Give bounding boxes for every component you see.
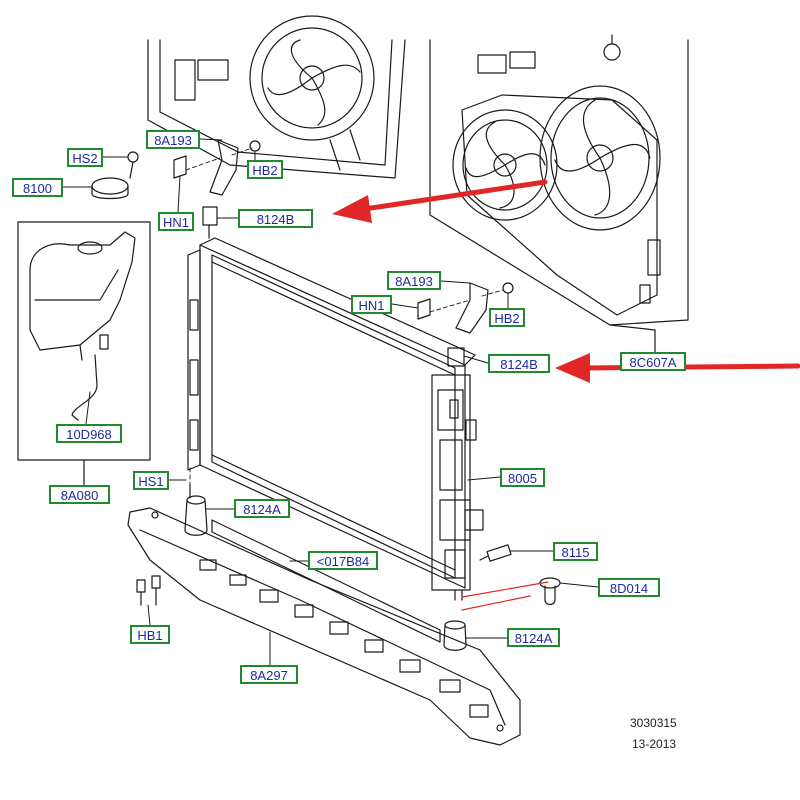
label-8a297: 8A297 bbox=[240, 665, 298, 684]
fan-shroud-right bbox=[429, 34, 689, 356]
label-8c607a: 8C607A bbox=[620, 352, 686, 371]
fan-shroud-upper-left bbox=[147, 15, 406, 179]
seal-strip bbox=[211, 519, 441, 643]
label-8100: 8100 bbox=[12, 178, 63, 197]
bracket-right bbox=[417, 282, 514, 367]
label-8124b-left: 8124B bbox=[238, 209, 313, 228]
expansion-tank-box bbox=[17, 221, 151, 486]
label-10d968: 10D968 bbox=[56, 424, 122, 443]
date-code: 13-2013 bbox=[632, 737, 677, 751]
label-8d014: 8D014 bbox=[598, 578, 660, 597]
mount-upper bbox=[184, 484, 208, 536]
label-8124b-right: 8124B bbox=[488, 354, 550, 373]
label-hs1: HS1 bbox=[133, 471, 169, 490]
red-pointer-lines bbox=[461, 581, 549, 611]
label-8a193-right: 8A193 bbox=[387, 271, 441, 290]
bracket-left bbox=[173, 139, 261, 239]
label-8a080: 8A080 bbox=[49, 485, 110, 504]
dashed-lines bbox=[185, 147, 504, 487]
cap-8100 bbox=[91, 177, 129, 200]
bolt-hs2 bbox=[127, 151, 139, 179]
mount-lower bbox=[443, 620, 467, 651]
label-hn1-left: HN1 bbox=[158, 212, 194, 231]
label-hb1: HB1 bbox=[130, 625, 170, 644]
label-hb2-left: HB2 bbox=[247, 160, 283, 179]
crossmember bbox=[127, 507, 521, 746]
red-arrows bbox=[332, 179, 800, 383]
arrow-to-left-bracket bbox=[332, 179, 548, 223]
bolts-hb1 bbox=[136, 575, 161, 606]
label-8124a-upper: 8124A bbox=[234, 499, 290, 518]
sensor-8115 bbox=[479, 544, 512, 562]
label-hn1-right: HN1 bbox=[351, 295, 392, 314]
plug-8d014 bbox=[539, 577, 561, 606]
label-hb2-right: HB2 bbox=[489, 308, 525, 327]
drawing-number: 3030315 bbox=[630, 716, 677, 730]
label-8115: 8115 bbox=[553, 542, 598, 561]
label-hs2: HS2 bbox=[67, 148, 103, 167]
label-8124a-lower: 8124A bbox=[507, 628, 560, 647]
leader-lines bbox=[62, 138, 656, 666]
label-017b84: <017B84 bbox=[308, 551, 378, 570]
label-8005: 8005 bbox=[500, 468, 545, 487]
radiator bbox=[187, 237, 484, 601]
label-8a193-left: 8A193 bbox=[146, 130, 200, 149]
